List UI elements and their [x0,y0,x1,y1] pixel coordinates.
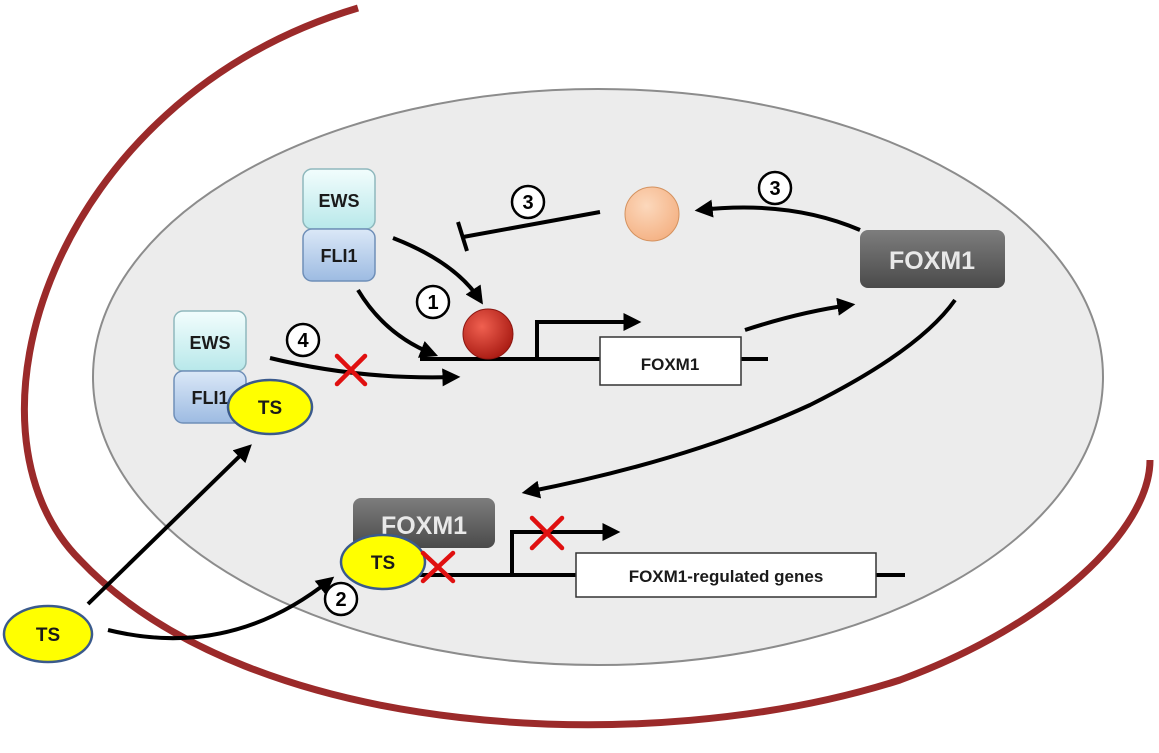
step-3-right-label: 3 [769,178,780,200]
arrow-foxm1-to-nucleus-target [521,298,957,499]
step-2-circle [323,581,359,617]
regulated-genes-label: FOXM1-regulated genes [629,567,824,586]
ts-label-fli1: TS [258,398,282,419]
blocked-arrow-ews-fli1-ts [269,356,461,387]
fli1-label-bottom: FLI1 [191,388,228,408]
arrow-ts-to-ews-fli1 [86,444,252,606]
ews-label-top: EWS [318,191,359,211]
step-4-circle [285,322,321,358]
step-1-circle [415,284,451,320]
foxm1-gene-label: FOXM1 [641,355,700,374]
step-2-label: 2 [335,589,346,611]
ts-bound-foxm1 [339,533,427,591]
arrow-foxm1-to-peach-factor [694,199,861,232]
foxm1-protein-top [860,230,1005,288]
step-1-label: 1 [427,292,438,314]
arrow-gene-to-foxm1-protein [744,297,856,332]
fli1-label-top: FLI1 [320,246,357,266]
ts-bound-fli1 [226,378,314,436]
foxm1-protein-top-label: FOXM1 [889,247,975,275]
step-3-left-circle [510,184,546,220]
block-x-transcription [529,515,565,551]
inhibition-bar [456,221,469,252]
foxm1-transcription-arrow [535,313,642,359]
block-x-foxm1-binding [420,550,456,584]
fli1-box-top [302,228,376,282]
block-x-step4 [334,353,368,387]
ews-label-bottom: EWS [189,333,230,353]
red-transcription-factor [462,308,514,360]
ts-free [2,604,94,664]
inhibition-line [462,210,601,239]
arrow-ts-to-foxm1 [107,576,335,641]
ts-label-foxm1: TS [371,553,395,574]
cell-membrane [21,4,1154,729]
step-4-label: 4 [297,330,309,352]
peach-factor [624,186,680,242]
regulated-genes-box [575,552,877,598]
step-3-left-label: 3 [522,192,533,214]
foxm1-gene-box [599,336,742,386]
ts-label-free: TS [36,625,60,646]
regulated-genes-transcription-arrow [510,523,621,575]
step-3-right-circle [757,170,793,206]
arrow-ews-to-red-factor [392,236,483,305]
arrow-fli1-to-promoter [356,288,439,358]
